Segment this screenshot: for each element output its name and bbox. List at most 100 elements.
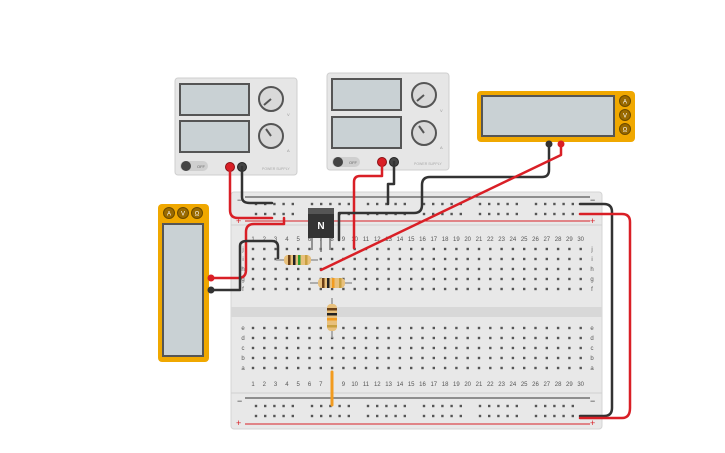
breadboard-hole[interactable] bbox=[511, 326, 515, 330]
breadboard-hole[interactable] bbox=[274, 346, 277, 350]
multimeter-right-mode-v-button[interactable]: V bbox=[619, 109, 631, 121]
breadboard-hole[interactable] bbox=[511, 346, 515, 350]
breadboard-hole[interactable] bbox=[489, 287, 492, 291]
breadboard-hole[interactable] bbox=[556, 277, 560, 281]
rail-hole[interactable] bbox=[422, 404, 426, 408]
breadboard-hole[interactable] bbox=[556, 267, 560, 271]
breadboard-hole[interactable] bbox=[432, 356, 435, 360]
breadboard-hole[interactable] bbox=[568, 267, 571, 271]
breadboard-hole[interactable] bbox=[285, 277, 289, 281]
breadboard-hole[interactable] bbox=[523, 336, 526, 340]
resistor-3[interactable] bbox=[327, 298, 337, 338]
breadboard-hole[interactable] bbox=[387, 326, 390, 330]
rail-hole[interactable] bbox=[338, 202, 341, 206]
rail-hole[interactable] bbox=[497, 202, 500, 206]
breadboard-hole[interactable] bbox=[443, 366, 447, 370]
rail-hole[interactable] bbox=[273, 414, 276, 418]
breadboard-hole[interactable] bbox=[489, 257, 492, 261]
breadboard-hole[interactable] bbox=[319, 356, 322, 360]
breadboard-hole[interactable] bbox=[330, 287, 334, 291]
rail-hole[interactable] bbox=[291, 404, 294, 408]
breadboard-hole[interactable] bbox=[285, 336, 289, 340]
breadboard-hole[interactable] bbox=[330, 346, 334, 350]
rail-hole[interactable] bbox=[506, 404, 509, 408]
breadboard-hole[interactable] bbox=[330, 247, 334, 251]
breadboard-hole[interactable] bbox=[466, 267, 469, 271]
breadboard-hole[interactable] bbox=[364, 336, 368, 340]
breadboard-hole[interactable] bbox=[455, 267, 458, 271]
rail-hole[interactable] bbox=[310, 404, 314, 408]
breadboard-hole[interactable] bbox=[410, 366, 413, 370]
rail-hole[interactable] bbox=[366, 414, 370, 418]
breadboard-hole[interactable] bbox=[489, 346, 492, 350]
breadboard-hole[interactable] bbox=[398, 287, 402, 291]
rail-hole[interactable] bbox=[497, 404, 500, 408]
rail-hole[interactable] bbox=[571, 212, 574, 216]
breadboard-hole[interactable] bbox=[556, 336, 560, 340]
breadboard-hole[interactable] bbox=[545, 287, 548, 291]
breadboard-hole[interactable] bbox=[432, 346, 435, 350]
breadboard-hole[interactable] bbox=[330, 257, 334, 261]
rail-hole[interactable] bbox=[497, 212, 500, 216]
breadboard-hole[interactable] bbox=[443, 326, 447, 330]
breadboard-hole[interactable] bbox=[545, 257, 548, 261]
breadboard-hole[interactable] bbox=[319, 326, 322, 330]
breadboard-hole[interactable] bbox=[443, 267, 447, 271]
breadboard-hole[interactable] bbox=[353, 326, 356, 330]
breadboard-hole[interactable] bbox=[568, 366, 571, 370]
rail-hole[interactable] bbox=[264, 414, 267, 418]
rail-hole[interactable] bbox=[273, 404, 276, 408]
rail-hole[interactable] bbox=[534, 202, 538, 206]
rail-hole[interactable] bbox=[562, 404, 565, 408]
breadboard-hole[interactable] bbox=[274, 356, 277, 360]
breadboard-hole[interactable] bbox=[500, 346, 503, 350]
breadboard-hole[interactable] bbox=[353, 257, 356, 261]
breadboard-hole[interactable] bbox=[489, 267, 492, 271]
breadboard-hole[interactable] bbox=[455, 247, 458, 251]
rail-hole[interactable] bbox=[553, 202, 556, 206]
rail-hole[interactable] bbox=[506, 212, 509, 216]
breadboard-hole[interactable] bbox=[432, 277, 435, 281]
rail-hole[interactable] bbox=[497, 414, 500, 418]
breadboard-hole[interactable] bbox=[534, 287, 537, 291]
breadboard-hole[interactable] bbox=[410, 247, 413, 251]
breadboard-hole[interactable] bbox=[376, 257, 379, 261]
breadboard-hole[interactable] bbox=[443, 346, 447, 350]
breadboard-hole[interactable] bbox=[410, 326, 413, 330]
breadboard-hole[interactable] bbox=[398, 366, 402, 370]
breadboard-hole[interactable] bbox=[455, 366, 458, 370]
rail-hole[interactable] bbox=[515, 404, 518, 408]
multimeter-right-mode-ohm-button[interactable]: Ω bbox=[619, 123, 631, 135]
breadboard-hole[interactable] bbox=[274, 287, 277, 291]
breadboard-hole[interactable] bbox=[421, 247, 424, 251]
breadboard-hole[interactable] bbox=[308, 366, 311, 370]
rail-hole[interactable] bbox=[338, 404, 341, 408]
breadboard-hole[interactable] bbox=[387, 287, 390, 291]
breadboard-hole[interactable] bbox=[398, 346, 402, 350]
breadboard-hole[interactable] bbox=[432, 287, 435, 291]
resistor-1[interactable] bbox=[276, 255, 318, 265]
breadboard-hole[interactable] bbox=[410, 346, 413, 350]
breadboard-hole[interactable] bbox=[376, 336, 379, 340]
breadboard-hole[interactable] bbox=[342, 346, 345, 350]
breadboard-hole[interactable] bbox=[398, 336, 402, 340]
breadboard-hole[interactable] bbox=[297, 287, 300, 291]
rail-hole[interactable] bbox=[347, 414, 350, 418]
breadboard-hole[interactable] bbox=[477, 287, 481, 291]
breadboard-hole[interactable] bbox=[421, 346, 424, 350]
breadboard-hole[interactable] bbox=[523, 356, 526, 360]
breadboard-hole[interactable] bbox=[308, 287, 311, 291]
rail-hole[interactable] bbox=[347, 404, 350, 408]
rail-hole[interactable] bbox=[273, 202, 276, 206]
breadboard-hole[interactable] bbox=[443, 356, 447, 360]
rail-hole[interactable] bbox=[394, 414, 397, 418]
rail-hole[interactable] bbox=[264, 212, 267, 216]
breadboard-hole[interactable] bbox=[534, 277, 537, 281]
breadboard-hole[interactable] bbox=[319, 366, 322, 370]
wire-supply2-negative[interactable] bbox=[386, 160, 396, 206]
breadboard-hole[interactable] bbox=[421, 366, 424, 370]
power-supply-2[interactable]: V A OFF POWER SUPPLY bbox=[326, 72, 450, 171]
breadboard-hole[interactable] bbox=[251, 346, 255, 350]
breadboard-hole[interactable] bbox=[432, 267, 435, 271]
breadboard-hole[interactable] bbox=[477, 336, 481, 340]
